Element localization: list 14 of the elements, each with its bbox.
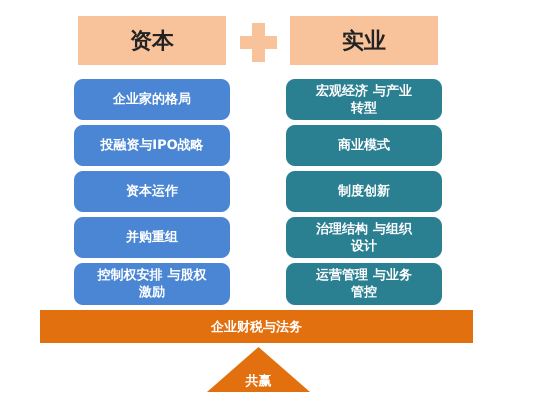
topic-box: 投融资与IPO战略 (74, 125, 230, 166)
topic-box: 企业家的格局 (74, 79, 230, 120)
topic-box: 商业模式 (286, 125, 442, 166)
topic-box: 并购重组 (74, 217, 230, 258)
topic-box: 宏观经济 与产业转型 (286, 79, 442, 120)
foundation-bar: 企业财税与法务 (40, 310, 473, 343)
topic-box: 治理结构 与组织设计 (286, 217, 442, 258)
topic-box: 控制权安排 与股权激励 (74, 263, 230, 305)
topic-box: 资本运作 (74, 171, 230, 212)
header-box: 实业 (290, 16, 438, 65)
topic-box: 运营管理 与业务管控 (286, 263, 442, 305)
header-box: 资本 (78, 16, 226, 65)
pivot-triangle: 共赢 (207, 347, 310, 392)
topic-box: 制度创新 (286, 171, 442, 212)
